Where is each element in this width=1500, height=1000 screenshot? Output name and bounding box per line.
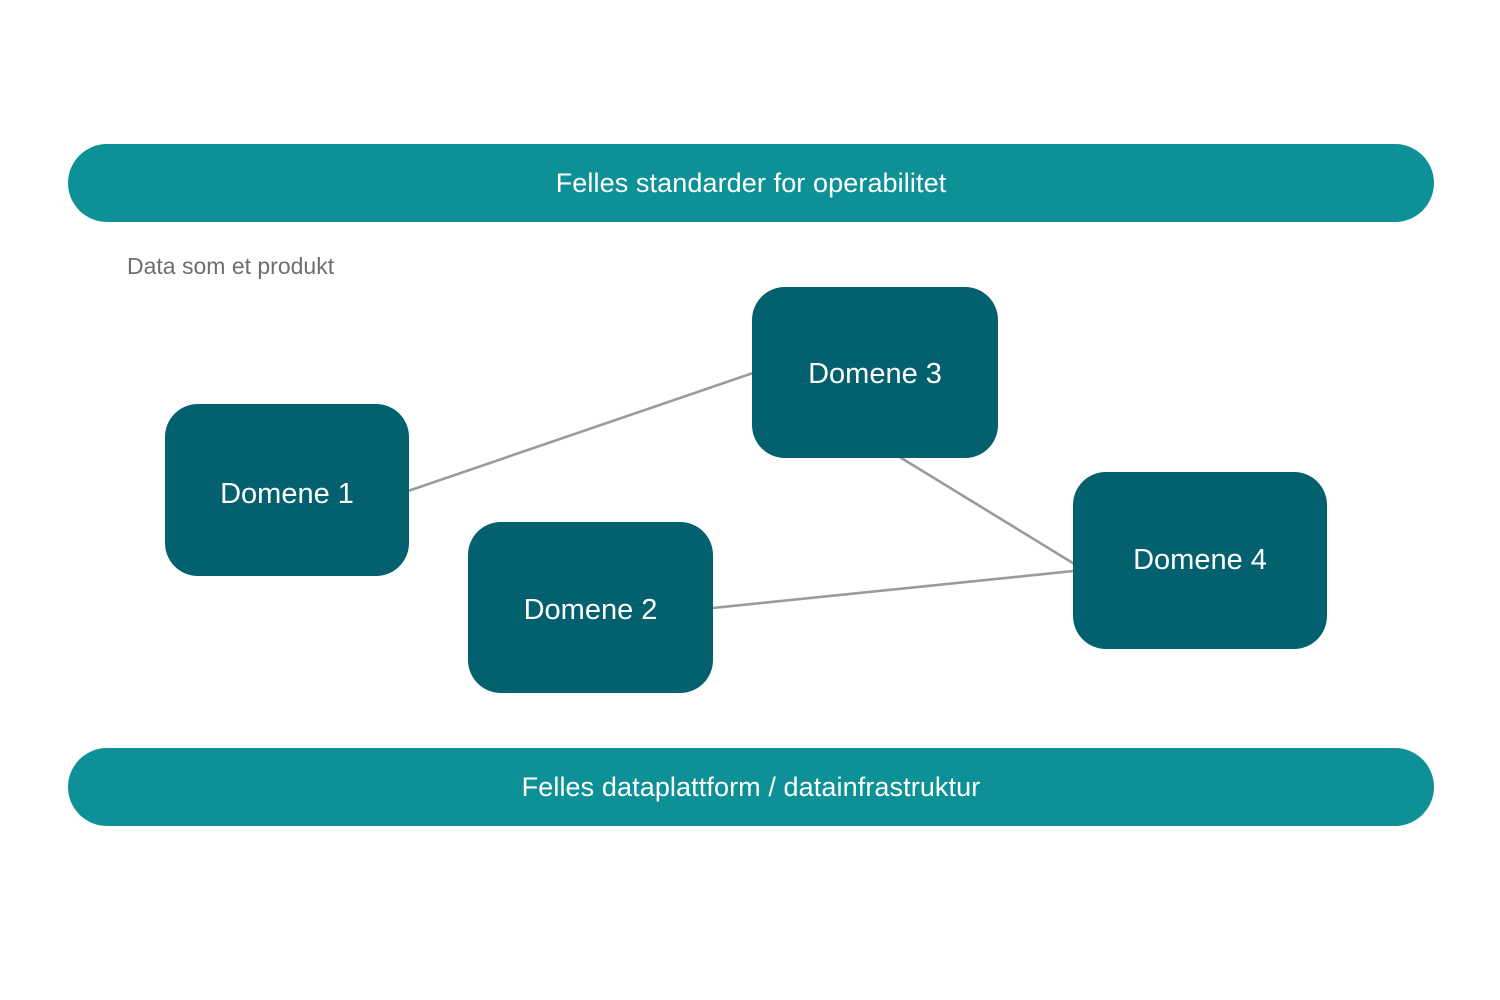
node-domene-1[interactable]: Domene 1 bbox=[165, 404, 409, 576]
node-domene-4-label: Domene 4 bbox=[1133, 544, 1267, 576]
node-domene-4[interactable]: Domene 4 bbox=[1073, 472, 1327, 649]
link-domene1-domene3 bbox=[406, 371, 755, 493]
node-domene-1-label: Domene 1 bbox=[220, 478, 354, 510]
node-domene-2-label: Domene 2 bbox=[523, 594, 658, 626]
bottom-platform-bar: Felles dataplattform / datainfrastruktur bbox=[68, 748, 1434, 826]
top-standards-bar: Felles standarder for operabilitet bbox=[68, 144, 1434, 222]
node-domene-2[interactable]: Domene 2 bbox=[468, 522, 713, 693]
top-standards-bar-label: Felles standarder for operabilitet bbox=[555, 167, 947, 198]
link-domene3-domene4 bbox=[896, 454, 1083, 570]
bottom-platform-bar-label: Felles dataplattform / datainfrastruktur bbox=[521, 771, 981, 802]
link-domene2-domene4 bbox=[711, 568, 1085, 610]
node-domene-3[interactable]: Domene 3 bbox=[752, 287, 998, 458]
data-as-product-caption: Data som et produkt bbox=[127, 253, 335, 279]
node-domene-3-label: Domene 3 bbox=[808, 358, 942, 390]
